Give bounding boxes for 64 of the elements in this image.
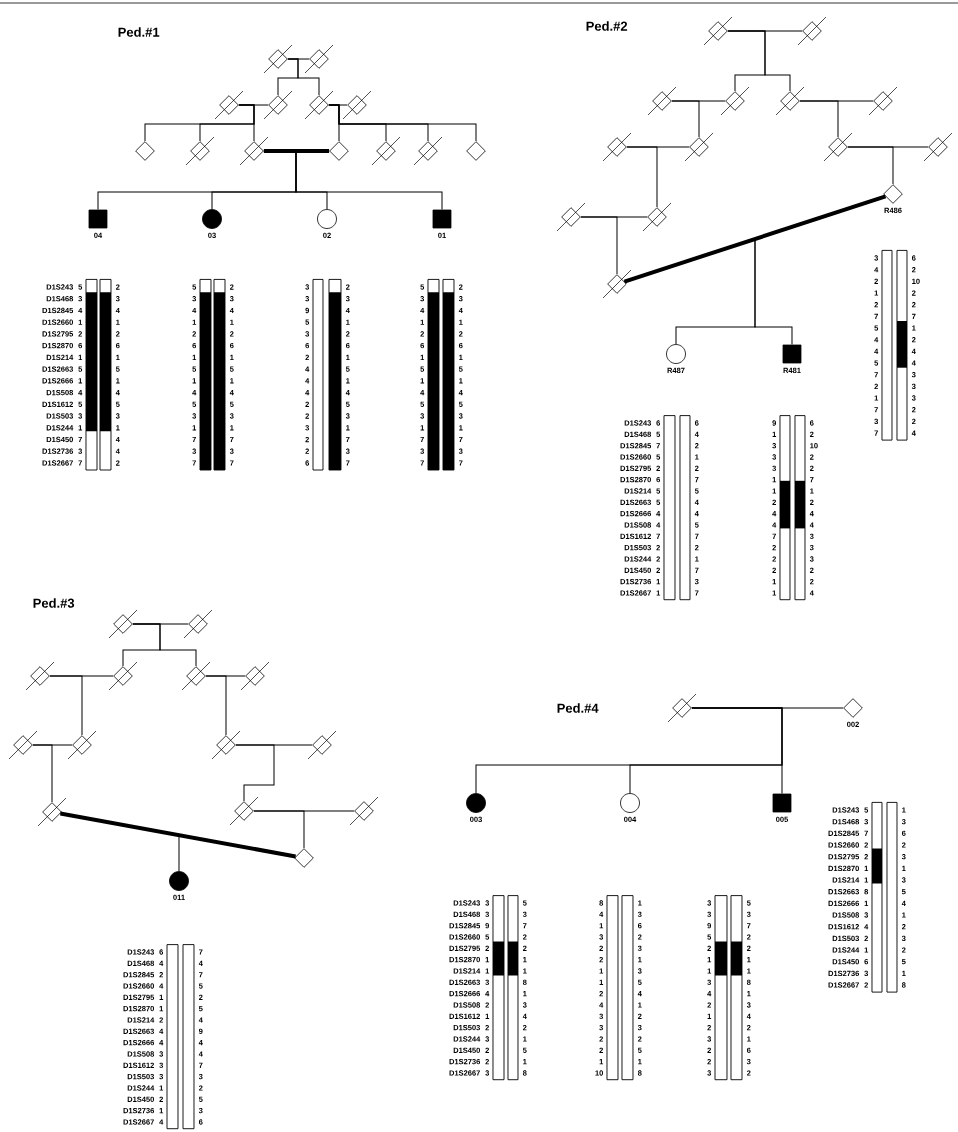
partner-line xyxy=(799,100,874,102)
deceased-diamond-symbol xyxy=(25,661,55,691)
deceased-diamond-symbol xyxy=(642,202,672,232)
partner-line xyxy=(60,811,296,859)
deceased-diamond-symbol xyxy=(108,661,138,691)
deceased-diamond-symbol xyxy=(263,90,293,120)
deceased-diamond-symbol xyxy=(868,86,898,116)
deceased-diamond-symbol xyxy=(211,730,241,760)
partner-line xyxy=(691,707,844,709)
deceased-diamond-symbol xyxy=(667,693,697,723)
partner-line xyxy=(626,146,690,148)
diamond-symbol xyxy=(135,141,155,161)
deceased-diamond-symbol xyxy=(349,796,379,826)
deceased-diamond-symbol xyxy=(240,661,270,691)
deceased-diamond-symbol xyxy=(229,796,259,826)
deceased-diamond-symbol xyxy=(823,132,853,162)
diamond-symbol xyxy=(329,141,349,161)
deceased-diamond-symbol xyxy=(413,136,443,166)
deceased-diamond-symbol xyxy=(263,44,293,74)
deceased-diamond-symbol xyxy=(556,202,586,232)
deceased-diamond-symbol xyxy=(181,661,211,691)
deceased-diamond-symbol xyxy=(602,132,632,162)
deceased-diamond-symbol xyxy=(8,730,38,760)
deceased-diamond-symbol xyxy=(37,797,67,827)
partner-line xyxy=(847,146,929,148)
deceased-diamond-symbol xyxy=(602,269,632,299)
partner-line xyxy=(671,100,726,102)
partner-line xyxy=(253,810,355,812)
deceased-diamond-symbol xyxy=(239,136,269,166)
deceased-diamond-symbol xyxy=(304,90,334,120)
pedigree-title: Ped.#1 xyxy=(118,27,160,37)
pedigree-title: Ped.#4 xyxy=(557,703,599,713)
deceased-diamond-symbol xyxy=(67,730,97,760)
deceased-diamond-symbol xyxy=(684,132,714,162)
deceased-diamond-symbol xyxy=(183,609,213,639)
partner-line xyxy=(235,744,313,746)
deceased-diamond-symbol xyxy=(720,86,750,116)
deceased-diamond-symbol xyxy=(108,609,138,639)
partner-line xyxy=(287,58,310,60)
deceased-diamond-symbol xyxy=(214,90,244,120)
deceased-diamond-symbol xyxy=(703,16,733,46)
pedigree-title: Ped.#3 xyxy=(33,598,75,608)
diamond-symbol xyxy=(294,848,314,868)
diamond-symbol xyxy=(466,141,486,161)
pedigree-title: Ped.#2 xyxy=(586,21,628,31)
deceased-diamond-symbol xyxy=(185,136,215,166)
partner-line xyxy=(328,104,348,106)
partner-line xyxy=(32,744,73,746)
partner-line xyxy=(580,216,648,218)
partner-line xyxy=(49,675,114,677)
deceased-diamond-symbol xyxy=(647,86,677,116)
deceased-diamond-symbol xyxy=(797,16,827,46)
partner-line xyxy=(727,30,803,32)
partner-line xyxy=(263,149,330,153)
partner-line xyxy=(623,194,887,284)
deceased-diamond-symbol xyxy=(304,44,334,74)
deceased-diamond-symbol xyxy=(371,136,401,166)
deceased-diamond-symbol xyxy=(342,90,372,120)
deceased-diamond-symbol xyxy=(307,730,337,760)
partner-line xyxy=(205,675,246,677)
partner-line xyxy=(238,104,269,106)
deceased-diamond-symbol xyxy=(923,132,953,162)
deceased-diamond-symbol xyxy=(775,86,805,116)
partner-line xyxy=(132,623,189,625)
